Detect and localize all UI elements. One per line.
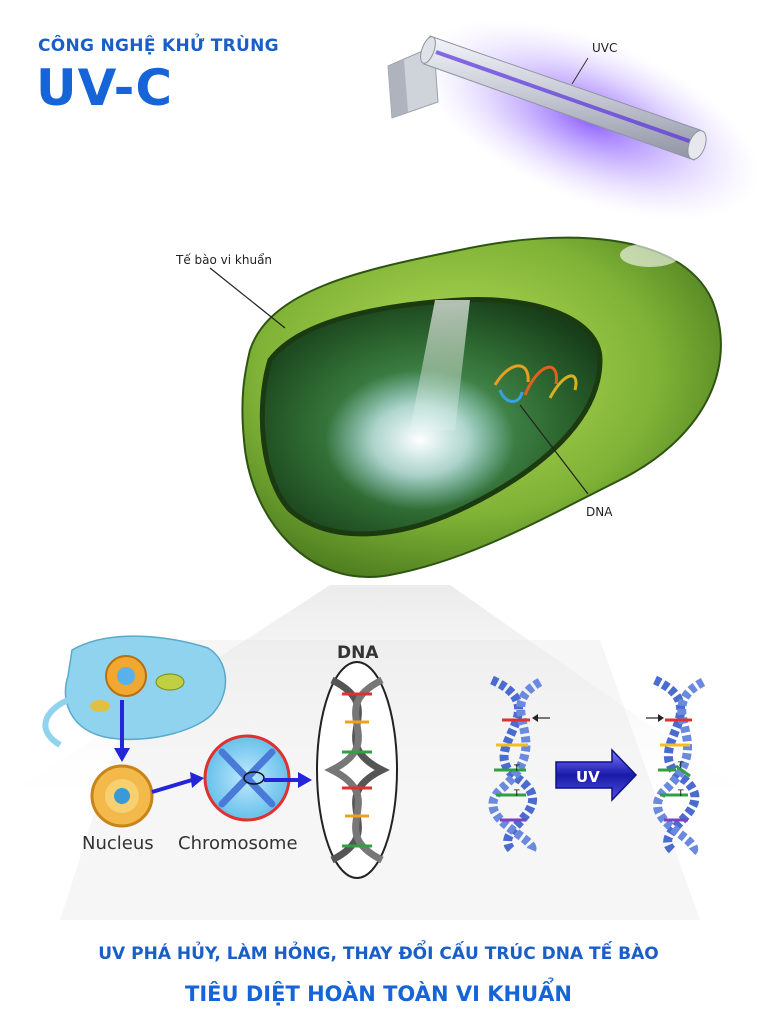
headline-subtitle: CÔNG NGHỆ KHỬ TRÙNG [38,36,279,56]
nucleus [90,764,204,828]
base-t-before-1: T [513,764,520,774]
dna-strands [493,364,578,403]
base-t-after-2: T [677,789,684,799]
label-nucleus: Nucleus [82,833,154,854]
label-chromosome: Chromosome [178,833,298,854]
dna-before-uv [488,675,550,856]
uv-arrow [555,748,638,802]
base-t-after-1: T [677,761,684,771]
animal-cell [42,635,227,762]
bacteria-cell [209,236,722,578]
label-dna-title: DNA [337,643,379,663]
chromosome [203,734,312,822]
footer-line-2: TIÊU DIỆT HOÀN TOÀN VI KHUẨN [185,982,572,1006]
label-bacteria-cell: Tế bào vi khuẩn [175,253,272,267]
dna-after-uv [646,675,706,856]
dna-helix-box [316,661,398,879]
headline-title: UV-C [36,59,174,117]
uv-lamp [387,19,757,221]
base-t-before-2: T [513,789,520,799]
label-uv-arrow: UV [576,768,600,786]
label-dna-pointer: DNA [586,505,613,519]
label-uvc: UVC [592,41,617,55]
footer-line-1: UV PHÁ HỦY, LÀM HỎNG, THAY ĐỔI CẤU TRÚC … [98,944,659,964]
